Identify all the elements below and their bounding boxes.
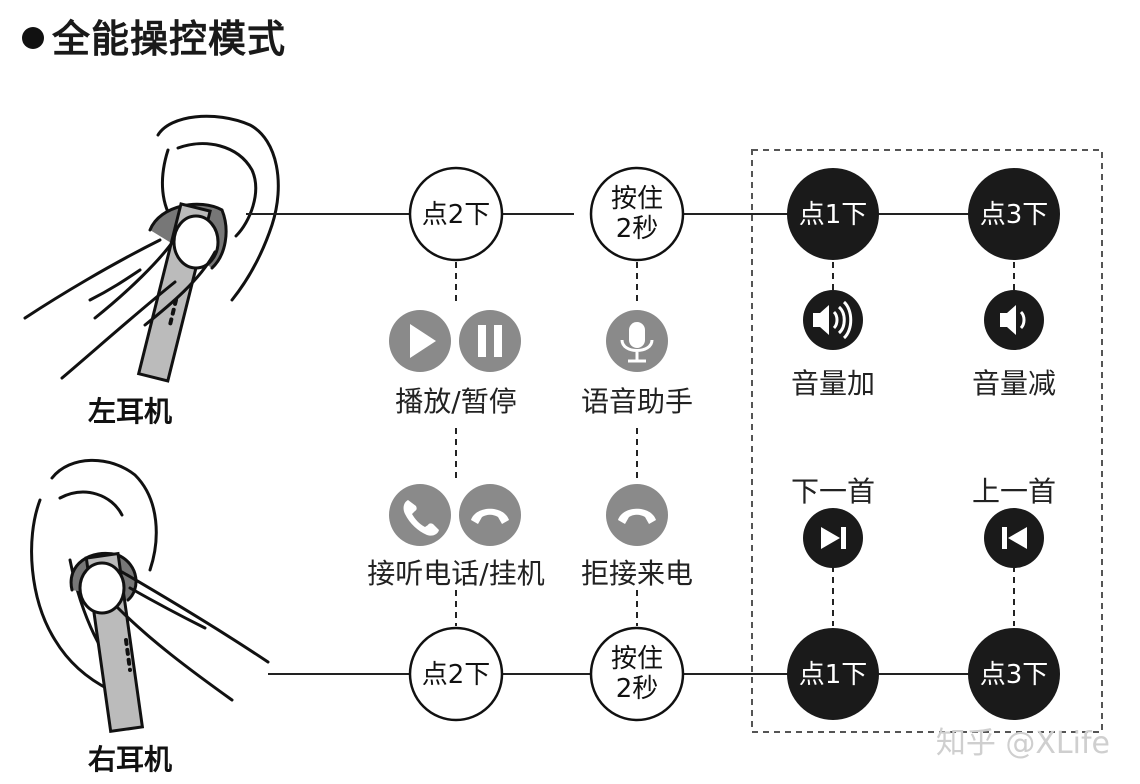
left-tap1-node <box>787 168 879 260</box>
right-tap1-node <box>787 628 879 720</box>
right-tap2-label: 点2下 <box>422 660 491 690</box>
left-tap3-node <box>968 168 1060 260</box>
right-ear-illustration <box>30 458 270 734</box>
left-tap1-label: 点1下 <box>799 200 868 230</box>
left-hold-label-2: 2秒 <box>616 214 659 244</box>
reject-call-label: 拒接来电 <box>580 557 694 590</box>
right-tap3-label: 点3下 <box>980 660 1049 690</box>
hangup-icon <box>459 484 521 546</box>
microphone-icon <box>606 310 668 372</box>
prev-track-label: 上一首 <box>971 475 1057 508</box>
left-tap3-label: 点3下 <box>980 200 1049 230</box>
prev-track-icon <box>984 508 1044 568</box>
right-hold-label-1: 按住 <box>611 644 663 674</box>
answer-hangup-label: 接听电话/挂机 <box>367 557 545 590</box>
left-ear-illustration <box>23 114 280 383</box>
right-hold-node <box>589 626 685 722</box>
play-icon <box>389 310 451 372</box>
dashed-connectors <box>455 262 1015 626</box>
page-title-text: 全能操控模式 <box>52 17 287 61</box>
bullet-dot <box>22 26 44 49</box>
volume-up-label: 音量加 <box>790 367 876 400</box>
right-tap1-label: 点1下 <box>799 660 868 690</box>
volume-down-label: 音量减 <box>971 367 1057 400</box>
reject-call-icon <box>606 484 668 546</box>
left-tap2-node <box>408 166 504 262</box>
phone-icon <box>389 484 451 546</box>
watermark: 知乎 @XLife <box>935 726 1110 761</box>
volume-down-icon <box>984 290 1044 350</box>
left-earphone-label: 左耳机 <box>87 395 173 428</box>
page-title: 全能操控模式 <box>22 8 286 63</box>
right-tap3-node <box>968 628 1060 720</box>
right-hold-label-2: 2秒 <box>616 674 659 704</box>
left-tap2-label: 点2下 <box>422 200 491 230</box>
volume-up-icon <box>803 290 863 350</box>
left-hold-node <box>589 166 685 262</box>
right-earphone-label: 右耳机 <box>87 743 173 776</box>
dashed-group-box <box>751 149 1103 733</box>
voice-assistant-label: 语音助手 <box>580 385 694 418</box>
left-hold-label-1: 按住 <box>611 184 663 214</box>
play-pause-label: 播放/暂停 <box>395 385 517 418</box>
next-track-label: 下一首 <box>790 475 876 508</box>
right-tap2-node <box>408 626 504 722</box>
next-track-icon <box>803 508 863 568</box>
pause-icon <box>459 310 521 372</box>
